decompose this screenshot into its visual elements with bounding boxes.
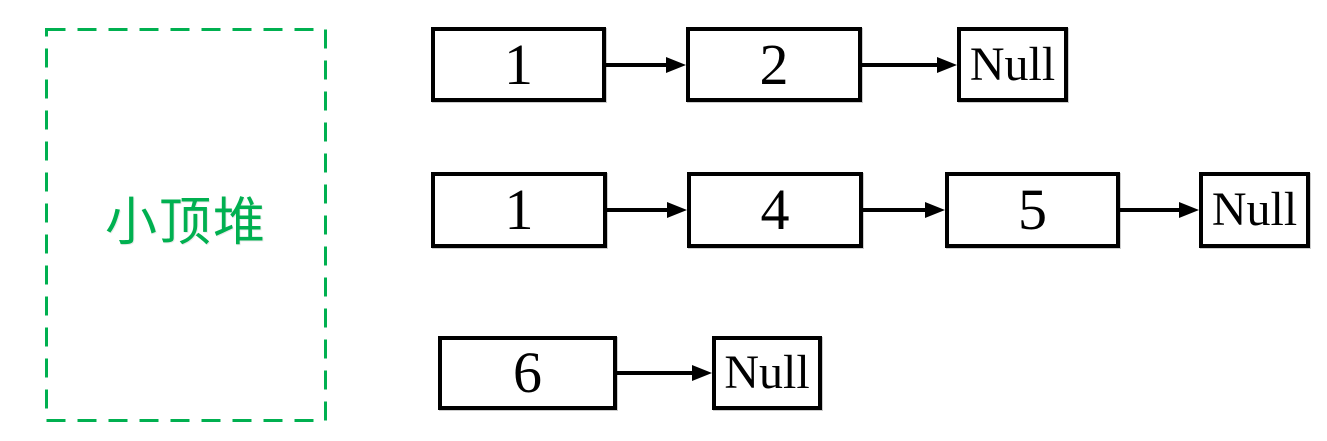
list-node: 4 — [687, 172, 863, 248]
dashed-border — [45, 28, 327, 422]
arrow-shaft — [607, 208, 667, 212]
arrow-head-icon — [937, 56, 957, 73]
list-node: 6 — [438, 336, 617, 410]
list-node: 2 — [686, 27, 862, 102]
arrow-shaft — [1120, 208, 1179, 212]
next-pointer-arrow-icon — [606, 56, 686, 74]
null-node: Null — [957, 27, 1068, 102]
next-pointer-arrow-icon — [617, 364, 712, 382]
arrow-head-icon — [925, 202, 945, 218]
arrow-head-icon — [692, 365, 712, 381]
arrow-shaft — [862, 62, 937, 67]
next-pointer-arrow-icon — [607, 201, 687, 219]
arrow-head-icon — [667, 202, 687, 218]
arrow-shaft — [863, 208, 925, 212]
list-node: 5 — [945, 172, 1120, 248]
null-node: Null — [1199, 172, 1310, 248]
next-pointer-arrow-icon — [863, 201, 945, 219]
list-node: 1 — [431, 27, 606, 102]
arrow-head-icon — [1179, 202, 1199, 218]
min-heap-label: 小顶堆 — [104, 193, 267, 252]
min-heap-panel: 小顶堆 — [45, 28, 327, 422]
next-pointer-arrow-icon — [862, 56, 957, 74]
arrow-shaft — [606, 62, 666, 67]
list-node: 1 — [431, 172, 607, 248]
next-pointer-arrow-icon — [1120, 201, 1199, 219]
arrow-head-icon — [666, 56, 686, 73]
null-node: Null — [712, 336, 822, 410]
arrow-shaft — [617, 371, 692, 375]
